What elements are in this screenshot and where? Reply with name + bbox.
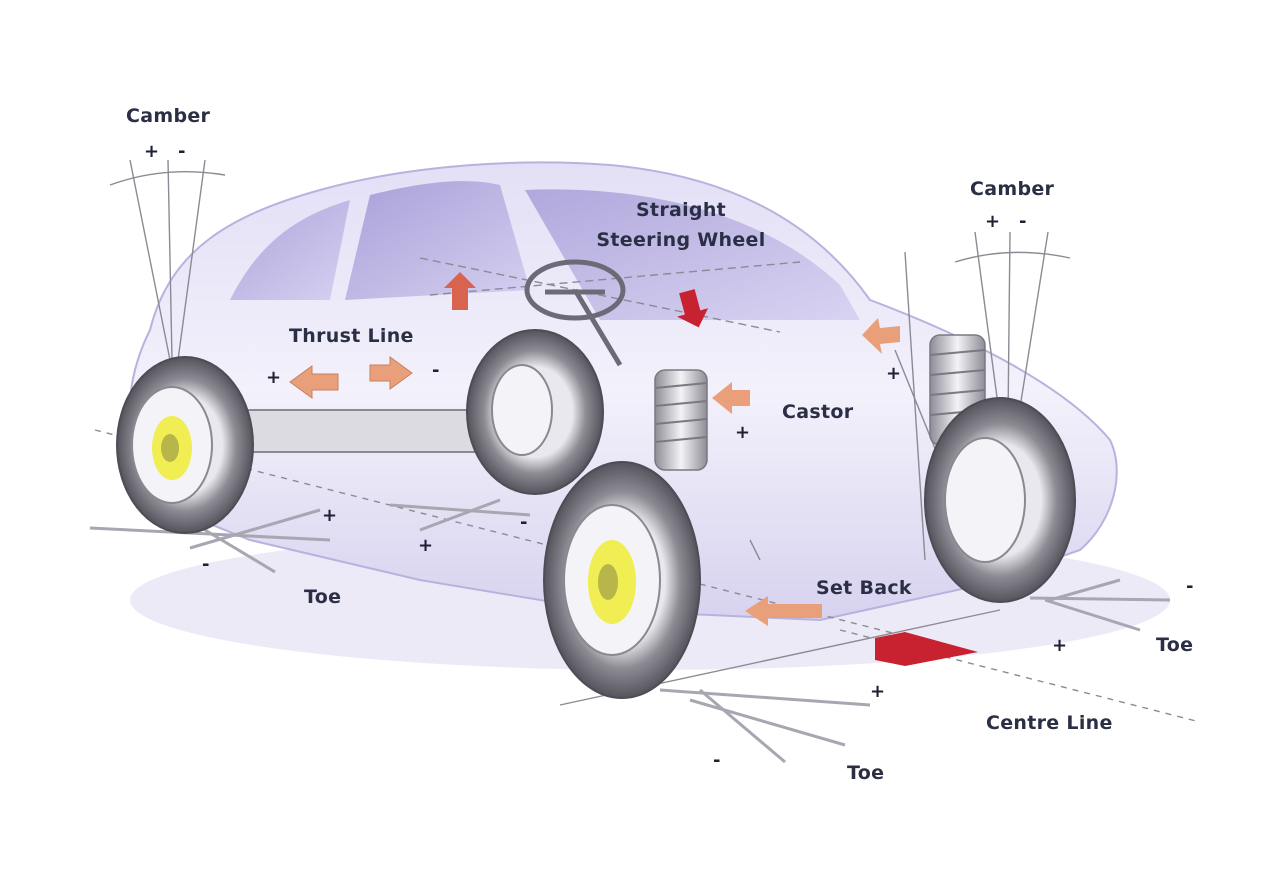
set-back-label: Set Back — [816, 577, 912, 599]
centre-line-label: Centre Line — [986, 712, 1113, 734]
front-left-wheel — [543, 461, 701, 699]
thrust-line-label: Thrust Line — [289, 325, 414, 347]
rear-left-wheel — [116, 356, 254, 534]
camber-right-plus: + — [985, 211, 1001, 232]
camber-right-minus: - — [1019, 211, 1027, 232]
front-left-toe-plus: + — [870, 681, 886, 702]
front-left-spring — [654, 369, 708, 471]
rear-toe-plus-2: + — [418, 535, 434, 556]
castor-plus: + — [735, 422, 751, 443]
castor-label: Castor — [782, 401, 854, 423]
rear-toe-minus-right: - — [520, 512, 528, 533]
straight-steering-line2: Steering Wheel — [596, 229, 766, 251]
camber-right-label: Camber — [970, 178, 1055, 200]
toe-front-left-label: Toe — [847, 762, 885, 784]
roof-plus: + — [886, 363, 902, 384]
steering-arrows — [444, 272, 709, 328]
camber-left-plus: + — [144, 141, 160, 162]
front-right-toe-minus: - — [1186, 576, 1194, 597]
rear-toe-minus: - — [202, 554, 210, 575]
camber-left-minus: - — [178, 141, 186, 162]
set-back-arrow — [745, 596, 822, 626]
toe-lines — [89, 498, 1171, 764]
front-left-toe-minus: - — [713, 750, 721, 771]
centre-line-arrow — [875, 632, 978, 666]
front-right-wheel — [924, 397, 1076, 603]
rear-right-wheel — [466, 329, 604, 495]
straight-steering-line1: Straight — [635, 199, 727, 221]
toe-rear-left-label: Toe — [304, 586, 342, 608]
side-window — [345, 181, 530, 300]
windscreen — [525, 189, 860, 320]
thrust-minus: - — [432, 360, 440, 381]
camber-left-label: Camber — [126, 105, 211, 127]
rear-window — [230, 200, 350, 300]
roof-arrow — [862, 318, 900, 354]
thrust-line-arrows — [289, 356, 413, 399]
rear-toe-plus-1: + — [322, 505, 338, 526]
toe-front-right-label: Toe — [1156, 634, 1194, 656]
steering-wheel — [524, 259, 626, 367]
thrust-plus: + — [266, 367, 282, 388]
front-right-toe-plus: + — [1052, 635, 1068, 656]
castor-arrow — [712, 382, 750, 414]
